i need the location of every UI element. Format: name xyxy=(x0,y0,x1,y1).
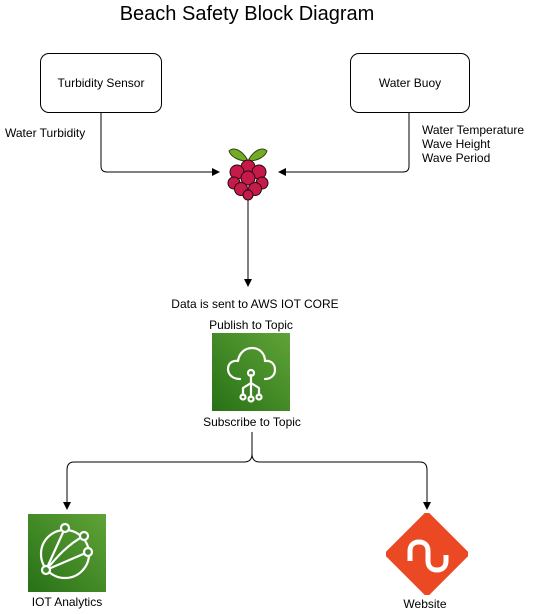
iot-analytics-label: IOT Analytics xyxy=(31,595,103,609)
wave-period-label: Wave Period xyxy=(422,151,491,165)
edge-core-to-analytics xyxy=(63,432,253,510)
edge-turbidity-to-pi xyxy=(100,112,220,176)
website-icon[interactable] xyxy=(385,512,469,596)
turbidity-sensor-label: Turbidity Sensor xyxy=(57,76,145,90)
sent-to-core-label: Data is sent to AWS IOT CORE xyxy=(171,297,339,311)
aws-iot-core-icon[interactable] xyxy=(212,333,290,411)
aws-iot-analytics-icon[interactable] xyxy=(28,514,106,592)
turbidity-sensor-node[interactable]: Turbidity Sensor xyxy=(40,53,162,113)
raspberry-pi-icon[interactable] xyxy=(225,145,271,201)
diagram-title: Beach Safety Block Diagram xyxy=(119,3,375,25)
water-temperature-label: Water Temperature xyxy=(422,123,525,137)
publish-topic-label: Publish to Topic xyxy=(209,318,293,332)
water-buoy-label: Water Buoy xyxy=(378,76,442,90)
edge-core-to-website xyxy=(251,453,431,510)
water-buoy-node[interactable]: Water Buoy xyxy=(350,53,470,113)
edge-buoy-to-pi xyxy=(278,112,410,176)
subscribe-topic-label: Subscribe to Topic xyxy=(203,415,301,429)
wave-height-label: Wave Height xyxy=(422,137,491,151)
website-label: Website xyxy=(403,597,447,611)
water-turbidity-label: Water Turbidity xyxy=(5,126,86,140)
